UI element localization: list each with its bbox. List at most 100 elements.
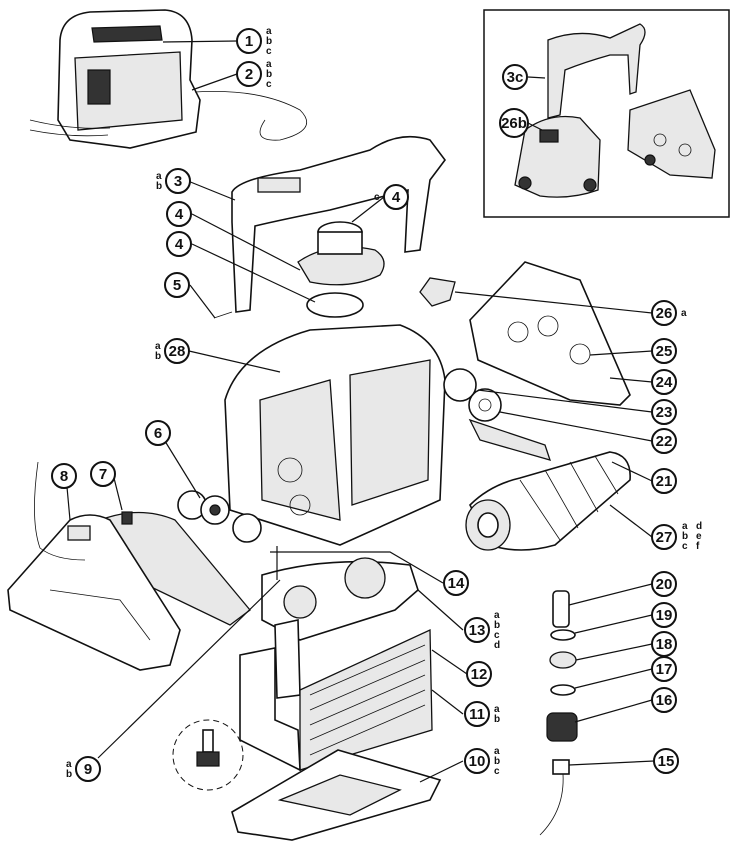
- callout-c14: 14: [443, 570, 469, 596]
- callout-circle: [236, 61, 262, 87]
- callout-c16: 16: [651, 687, 677, 713]
- callout-circle: [651, 687, 677, 713]
- callout-c4b: 4: [166, 201, 192, 227]
- detail-circle: [172, 719, 244, 791]
- callout-circle: [236, 28, 262, 54]
- callout-circle: [383, 184, 409, 210]
- swivel-assembly: [297, 221, 385, 318]
- callout-circle: [166, 231, 192, 257]
- callout-suffix: a: [494, 704, 500, 715]
- callout-number: 18: [656, 636, 673, 653]
- callout-suffix: a: [266, 59, 272, 70]
- callout-c17: 17: [651, 656, 677, 682]
- callout-suffix: a: [494, 610, 500, 621]
- callout-c22: 22: [651, 428, 677, 454]
- callout-circle: [464, 748, 490, 774]
- callout-suffix: e: [696, 531, 702, 542]
- swivel-parts-stack: [539, 590, 578, 836]
- callout-c18: 18: [651, 631, 677, 657]
- pulleys: [177, 490, 262, 543]
- inset-cover-26b: [514, 115, 601, 198]
- callout-suffix: a: [682, 521, 688, 532]
- screw: [213, 311, 233, 319]
- inset-frame: [483, 9, 730, 218]
- callout-suffix: a: [66, 759, 72, 770]
- callout-suffix: b: [494, 756, 500, 767]
- callout-circle: [651, 300, 677, 326]
- motor-cable: [34, 461, 86, 561]
- callout-circle: [651, 631, 677, 657]
- callout-circle: [464, 701, 490, 727]
- callout-c4c: 4: [166, 231, 192, 257]
- callout-number: 9: [84, 761, 92, 778]
- callout-circle: [651, 338, 677, 364]
- callout-circle: [51, 463, 77, 489]
- callout-c15: 15: [653, 748, 679, 774]
- right-track: [468, 418, 552, 461]
- callout-suffix: b: [66, 769, 72, 780]
- callout-circle: [651, 602, 677, 628]
- callout-c6: 6: [145, 420, 171, 446]
- callout-number: 26: [656, 305, 673, 322]
- callout-c21: 21: [651, 468, 677, 494]
- callout-suffix: c: [266, 46, 272, 57]
- callout-c20: 20: [651, 571, 677, 597]
- callout-number: 12: [471, 666, 488, 683]
- callout-number: 3: [174, 173, 182, 190]
- callout-suffix: b: [156, 181, 162, 192]
- callout-c12: 12: [466, 661, 492, 687]
- callout-c7: 7: [90, 461, 116, 487]
- callout-number: 17: [656, 661, 673, 678]
- callout-circle: [443, 570, 469, 596]
- brush-roller: [465, 451, 631, 551]
- callout-suffix: a: [494, 746, 500, 757]
- callout-c25: 25: [651, 338, 677, 364]
- callout-circle: [651, 428, 677, 454]
- callout-c1: 1 abc: [236, 26, 272, 57]
- callout-circle: [145, 420, 171, 446]
- callout-circle: [653, 748, 679, 774]
- callout-c24: 24: [651, 369, 677, 395]
- callout-circle: [166, 201, 192, 227]
- callout-number: 8: [60, 468, 68, 485]
- callout-suffix: c: [374, 192, 380, 203]
- callout-suffix: b: [682, 531, 688, 542]
- callout-circle: [499, 108, 529, 138]
- callout-circle: [165, 168, 191, 194]
- side-bumper: [7, 514, 181, 671]
- detail-screw: [196, 729, 220, 767]
- callout-c9: 9 ab: [66, 756, 101, 782]
- callout-c26: 26 a: [651, 300, 687, 326]
- callout-circle: [464, 617, 490, 643]
- callout-number: 1: [245, 33, 253, 50]
- callout-suffix: b: [494, 620, 500, 631]
- callout-number: 5: [173, 277, 181, 294]
- callout-number: 25: [656, 343, 673, 360]
- floating-cable: [194, 91, 307, 141]
- callout-number: 3c: [507, 69, 524, 86]
- callout-c3c: 3c: [502, 64, 528, 90]
- callout-number: 28: [169, 343, 186, 360]
- callout-suffix: a: [681, 308, 687, 319]
- callout-circle: [90, 461, 116, 487]
- callout-c4a: 4c: [374, 184, 409, 210]
- callout-c8: 8: [51, 463, 77, 489]
- callout-number: 14: [448, 575, 465, 592]
- callout-number: 11: [469, 706, 485, 723]
- callout-suffix: d: [696, 521, 702, 532]
- left-track: [94, 511, 251, 626]
- callout-circle: [75, 756, 101, 782]
- callout-number: 22: [656, 433, 673, 450]
- callout-suffix: b: [266, 69, 272, 80]
- callout-suffix: a: [155, 341, 161, 352]
- callout-suffix: d: [494, 640, 500, 651]
- callout-suffix: b: [266, 36, 272, 47]
- callout-number: 27: [656, 529, 673, 546]
- callout-suffix: a: [266, 26, 272, 37]
- callout-number: 13: [469, 622, 486, 639]
